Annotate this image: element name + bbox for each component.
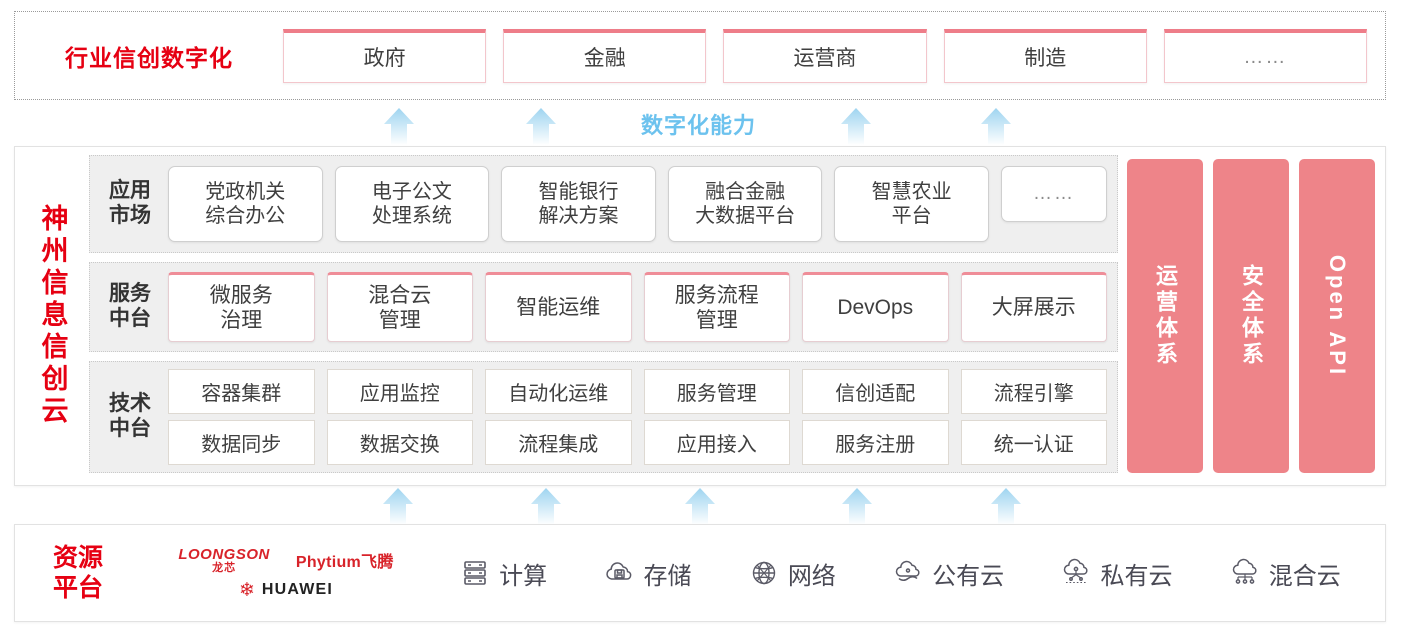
resource-item-compute[interactable]: 计算 <box>459 556 547 591</box>
pillar-security-system[interactable]: 安全体系 <box>1213 159 1289 473</box>
service-box-service-process-management[interactable]: 服务流程 管理 <box>643 272 790 342</box>
huawei-flower-icon: ❄ <box>238 579 255 601</box>
cloud-storage-icon <box>606 562 632 580</box>
pillar-operations-system[interactable]: 运营体系 <box>1127 159 1203 473</box>
resource-item-private-cloud-label: 私有云 <box>1100 562 1173 590</box>
application-box-list: 党政机关 综合办公 电子公文 处理系统 智能银行 <box>160 166 1107 242</box>
tech-box-unified-auth[interactable]: 统一认证 <box>960 420 1107 465</box>
loongson-logo-en: LOONGSON <box>178 545 270 563</box>
app-box-smart-bank[interactable]: 智能银行 解决方案 <box>501 166 656 242</box>
resource-item-storage-label: 存储 <box>643 562 692 590</box>
resource-item-public-cloud-label: 公有云 <box>932 562 1005 590</box>
industry-box-more[interactable]: …… <box>1163 28 1368 83</box>
layer-application-market: 应用 市场 党政机关 综合办公 电子公文 <box>89 155 1118 253</box>
service-box-devops[interactable]: DevOps <box>802 272 949 342</box>
technical-box-grid: 容器集群 应用监控 自动化运维 服务管理 信创适配 流程引擎 数据同步 数据交换… <box>160 369 1107 465</box>
pillar-operations-system-label: 运营体系 <box>1153 264 1178 368</box>
public-cloud-icon <box>895 560 920 582</box>
app-box-smart-agriculture[interactable]: 智慧农业 平台 <box>834 166 989 242</box>
network-globe-icon <box>752 561 776 585</box>
service-box-list: 微服务 治理 混合云 管理 智能运维 <box>160 272 1107 342</box>
resource-item-storage[interactable]: 存储 <box>603 556 691 591</box>
layer-label-technical-platform: 技术 中台 <box>109 392 151 440</box>
tech-box-container-cluster[interactable]: 容器集群 <box>168 369 315 414</box>
pillar-open-api[interactable]: Open API <box>1299 159 1375 473</box>
layer-label-service-platform: 服务 中台 <box>109 282 151 330</box>
huawei-logo-text: HUAWEI <box>261 581 334 598</box>
layer-technical-platform: 技术 中台 容器集群 应用监控 自动化运维 服务管理 信创适配 流程引擎 <box>89 361 1118 473</box>
pillar-list: 运营体系 安全体系 Open API <box>1127 155 1375 477</box>
industry-band-title: 行业信创数字化 <box>65 44 233 71</box>
digital-capability-label: 数字化能力 <box>641 113 757 138</box>
private-cloud-icon <box>1064 558 1089 584</box>
app-box-government-office[interactable]: 党政机关 综合办公 <box>168 166 323 242</box>
loongson-logo: LOONGSON 龙芯 <box>178 547 270 574</box>
service-box-intelligent-ops[interactable]: 智能运维 <box>485 272 632 342</box>
resource-item-public-cloud[interactable]: 公有云 <box>892 556 1004 591</box>
resource-item-network[interactable]: 网络 <box>748 556 836 591</box>
vendor-logo-list: LOONGSON 龙芯 Phytium飞腾 ❄ HUAWEI <box>141 547 431 600</box>
up-arrow-icon <box>525 487 567 525</box>
app-box-finance-bigdata[interactable]: 融合金融 大数据平台 <box>667 166 823 242</box>
resource-item-network-label: 网络 <box>787 562 836 590</box>
layer-service-platform: 服务 中台 微服务 治理 混合云 管 <box>89 262 1118 352</box>
up-arrow-icon <box>975 107 1017 145</box>
tech-box-data-sync[interactable]: 数据同步 <box>168 420 315 465</box>
resource-item-compute-label: 计算 <box>499 562 548 590</box>
cloud-platform-card: 神州信息信创云 应用 市场 党政机关 综合办公 <box>14 146 1386 486</box>
cloud-platform-body: 应用 市场 党政机关 综合办公 电子公文 <box>89 147 1385 485</box>
up-arrow-icon <box>836 487 878 525</box>
resource-item-list: 计算 存储 网络 <box>431 556 1385 591</box>
service-box-dashboard[interactable]: 大屏展示 <box>960 272 1107 342</box>
server-icon <box>464 561 486 585</box>
resource-item-hybrid-cloud-label: 混合云 <box>1268 562 1341 590</box>
tech-box-app-access[interactable]: 应用接入 <box>643 420 790 465</box>
loongson-logo-cn: 龙芯 <box>212 561 237 574</box>
up-arrow-icon <box>520 107 562 145</box>
cloud-platform-title-text: 神州信息信创云 <box>37 204 68 428</box>
industry-box-government[interactable]: 政府 <box>283 28 487 83</box>
cloud-layer-list: 应用 市场 党政机关 综合办公 电子公文 <box>89 155 1118 477</box>
digital-capability-row: 数字化能力 <box>0 103 1402 145</box>
resource-item-hybrid-cloud[interactable]: 混合云 <box>1229 556 1341 591</box>
tech-box-data-exchange[interactable]: 数据交换 <box>326 420 473 465</box>
tech-box-app-monitoring[interactable]: 应用监控 <box>326 369 473 414</box>
resource-platform-title: 资源 平台 <box>52 543 103 603</box>
service-box-microservice-governance[interactable]: 微服务 治理 <box>168 272 315 342</box>
tech-box-service-registry[interactable]: 服务注册 <box>802 420 949 465</box>
layer-label-application-market: 应用 市场 <box>109 179 151 227</box>
pillar-security-system-label: 安全体系 <box>1239 264 1264 368</box>
hybrid-cloud-icon <box>1232 558 1257 584</box>
industry-box-list: 政府 金融 运营商 制造 …… <box>283 28 1385 83</box>
technical-box-row: 数据同步 数据交换 流程集成 应用接入 服务注册 统一认证 <box>168 420 1107 465</box>
cloud-platform-title: 神州信息信创云 <box>15 147 89 485</box>
up-arrow-icon <box>679 487 721 525</box>
tech-box-process-engine[interactable]: 流程引擎 <box>960 369 1107 414</box>
tech-box-automated-ops[interactable]: 自动化运维 <box>485 369 632 414</box>
up-arrow-icon <box>985 487 1027 525</box>
phytium-logo: Phytium飞腾 <box>295 554 394 571</box>
resource-item-private-cloud[interactable]: 私有云 <box>1060 556 1172 591</box>
resource-platform-card: 资源 平台 LOONGSON 龙芯 Phytium飞腾 ❄ HUAWEI <box>14 524 1386 622</box>
tech-box-service-management[interactable]: 服务管理 <box>643 369 790 414</box>
resource-arrows-row <box>0 487 1402 525</box>
industry-box-manufacturing[interactable]: 制造 <box>943 28 1147 83</box>
app-box-more[interactable]: …… <box>1000 166 1107 222</box>
vendor-logo-row: LOONGSON 龙芯 Phytium飞腾 <box>178 547 393 574</box>
tech-box-process-integration[interactable]: 流程集成 <box>485 420 632 465</box>
technical-box-row: 容器集群 应用监控 自动化运维 服务管理 信创适配 流程引擎 <box>168 369 1107 414</box>
up-arrow-icon <box>377 487 419 525</box>
service-box-hybrid-cloud-management[interactable]: 混合云 管理 <box>326 272 473 342</box>
up-arrow-icon <box>378 107 420 145</box>
up-arrow-icon <box>835 107 877 145</box>
app-box-e-document[interactable]: 电子公文 处理系统 <box>334 166 490 242</box>
industry-band: 行业信创数字化 政府 金融 运营商 制造 …… <box>14 11 1386 100</box>
industry-box-telecom[interactable]: 运营商 <box>723 28 927 83</box>
tech-box-xinchuang-adaptation[interactable]: 信创适配 <box>802 369 949 414</box>
industry-box-finance[interactable]: 金融 <box>503 28 707 83</box>
huawei-logo: ❄ HUAWEI <box>239 581 333 600</box>
pillar-open-api-label: Open API <box>1325 254 1351 378</box>
